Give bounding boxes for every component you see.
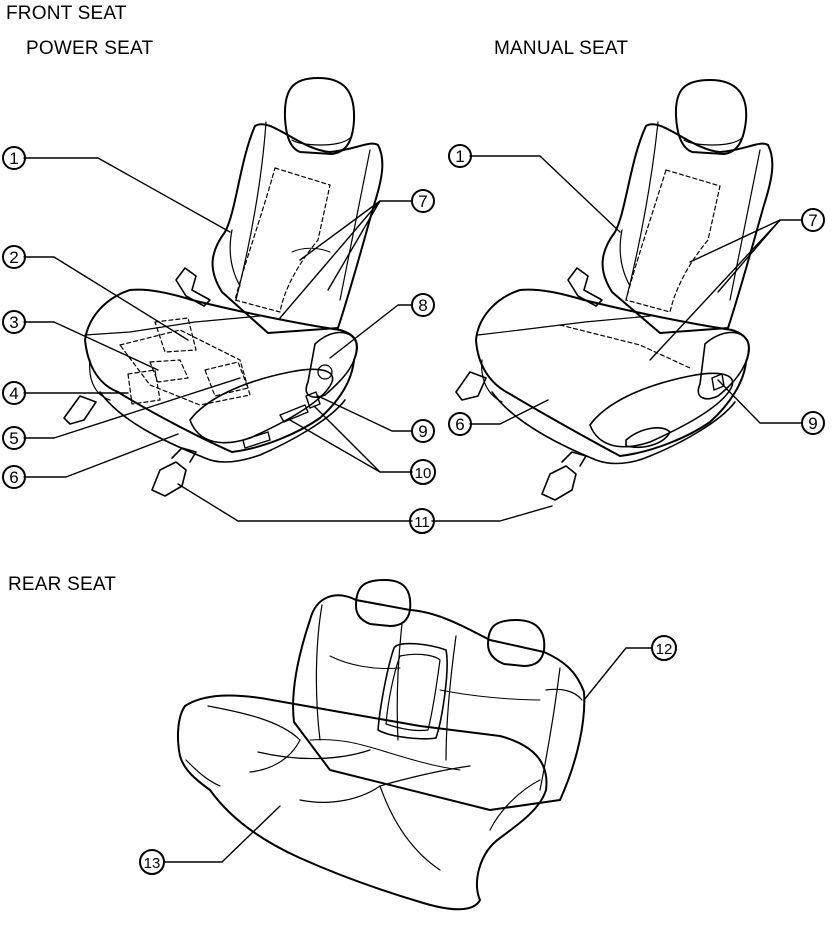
callout-1-power-label: 1: [9, 149, 18, 168]
callout-9-manual: 9: [801, 411, 825, 435]
callout-13-label: 13: [144, 855, 161, 872]
callout-5-label: 5: [9, 429, 18, 448]
callout-10: 10: [410, 459, 436, 485]
callout-9-manual-label: 9: [808, 414, 817, 433]
callout-6-power: 6: [2, 465, 26, 489]
callout-11-label: 11: [414, 514, 430, 531]
power-seat-illustration: [63, 77, 384, 497]
callout-6-manual-label: 6: [455, 415, 464, 434]
callout-8-label: 8: [418, 296, 427, 315]
callout-7-power: 7: [411, 189, 435, 213]
callout-5: 5: [2, 426, 26, 450]
callout-7-manual-label: 7: [808, 211, 817, 230]
callout-13: 13: [139, 849, 165, 875]
callouts: 1 2 3 4 5 6 7 8 9 10 11 1 7 6 9 12 13: [2, 144, 825, 875]
callout-9-power-label: 9: [418, 422, 427, 441]
callout-6-manual: 6: [448, 412, 472, 436]
callout-4-label: 4: [9, 384, 18, 403]
callout-11: 11: [409, 508, 435, 534]
callout-4: 4: [2, 381, 26, 405]
manual-seat-title: MANUAL SEAT: [494, 38, 629, 59]
power-seat-title: POWER SEAT: [26, 38, 154, 59]
callout-1-power: 1: [2, 146, 26, 170]
callout-1-manual: 1: [448, 144, 472, 168]
callout-6-power-label: 6: [9, 468, 18, 487]
callout-2: 2: [2, 245, 26, 269]
rear-seat-illustration: [176, 579, 586, 911]
callout-12: 12: [651, 635, 677, 661]
callout-1-manual-label: 1: [455, 147, 464, 166]
leader-lines: [23, 155, 803, 863]
callout-2-label: 2: [9, 248, 18, 267]
callout-7-power-label: 7: [418, 192, 427, 211]
front-seat-title: FRONT SEAT: [6, 3, 127, 24]
callout-3: 3: [2, 310, 26, 334]
rear-seat-title: REAR SEAT: [8, 574, 117, 595]
callout-8: 8: [411, 293, 435, 317]
callout-3-label: 3: [9, 313, 18, 332]
callout-10-label: 10: [415, 465, 432, 482]
callout-12-label: 12: [656, 641, 673, 658]
callout-9-power: 9: [411, 419, 435, 443]
manual-seat-illustration: [455, 79, 774, 501]
callout-7-manual: 7: [801, 208, 825, 232]
